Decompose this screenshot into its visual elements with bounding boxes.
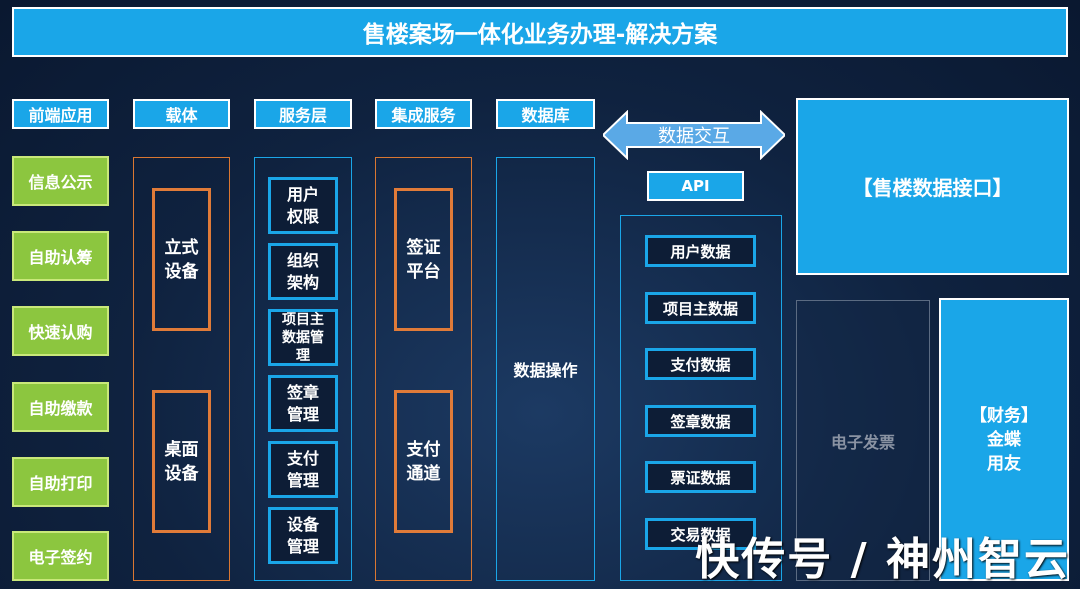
api-item: 票证数据 <box>645 461 756 493</box>
database-label: 数据操作 <box>513 361 578 380</box>
frontend-item: 信息公示 <box>12 156 109 206</box>
api-item: 用户数据 <box>645 235 756 267</box>
integration-item: 签证 平台 <box>394 188 453 331</box>
database-column: 数据操作 <box>496 157 595 581</box>
finance-block: 【财务】 金蝶 用友 <box>939 298 1069 581</box>
api-item: 项目主数据 <box>645 292 756 324</box>
frontend-item: 自助打印 <box>12 457 109 507</box>
e-invoice-block: 电子发票 <box>796 300 930 581</box>
sales-data-interface: 【售楼数据接口】 <box>796 98 1069 275</box>
exchange-label: 数据交互 <box>658 126 730 147</box>
frontend-item: 电子签约 <box>12 531 109 581</box>
service-item: 项目主 数据管 理 <box>268 309 338 366</box>
carrier-item: 立式 设备 <box>152 188 211 331</box>
frontend-item: 自助缴款 <box>12 382 109 432</box>
header-carrier: 载体 <box>133 99 230 129</box>
api-header: API <box>647 171 744 201</box>
service-column-frame <box>254 157 352 581</box>
api-item: 签章数据 <box>645 405 756 437</box>
watermark-text: 快传号 / 神州智云 <box>695 534 1070 585</box>
header-service: 服务层 <box>254 99 352 129</box>
integration-column-frame <box>375 157 472 581</box>
carrier-column-frame <box>133 157 230 581</box>
header-database: 数据库 <box>496 99 595 129</box>
double-arrow-icon <box>603 110 785 160</box>
carrier-item: 桌面 设备 <box>152 390 211 533</box>
api-item: 支付数据 <box>645 348 756 380</box>
service-item: 签章 管理 <box>268 375 338 432</box>
api-column-frame <box>620 215 782 581</box>
service-item: 支付 管理 <box>268 441 338 498</box>
service-item: 用户 权限 <box>268 177 338 234</box>
api-item: 交易数据 <box>645 518 756 550</box>
service-item: 设备 管理 <box>268 507 338 564</box>
service-item: 组织 架构 <box>268 243 338 300</box>
frontend-item: 快速认购 <box>12 306 109 356</box>
integration-item: 支付 通道 <box>394 390 453 533</box>
header-frontend: 前端应用 <box>12 99 109 129</box>
frontend-item: 自助认筹 <box>12 231 109 281</box>
page-title: 售楼案场一体化业务办理-解决方案 <box>12 7 1068 57</box>
header-integration: 集成服务 <box>375 99 472 129</box>
